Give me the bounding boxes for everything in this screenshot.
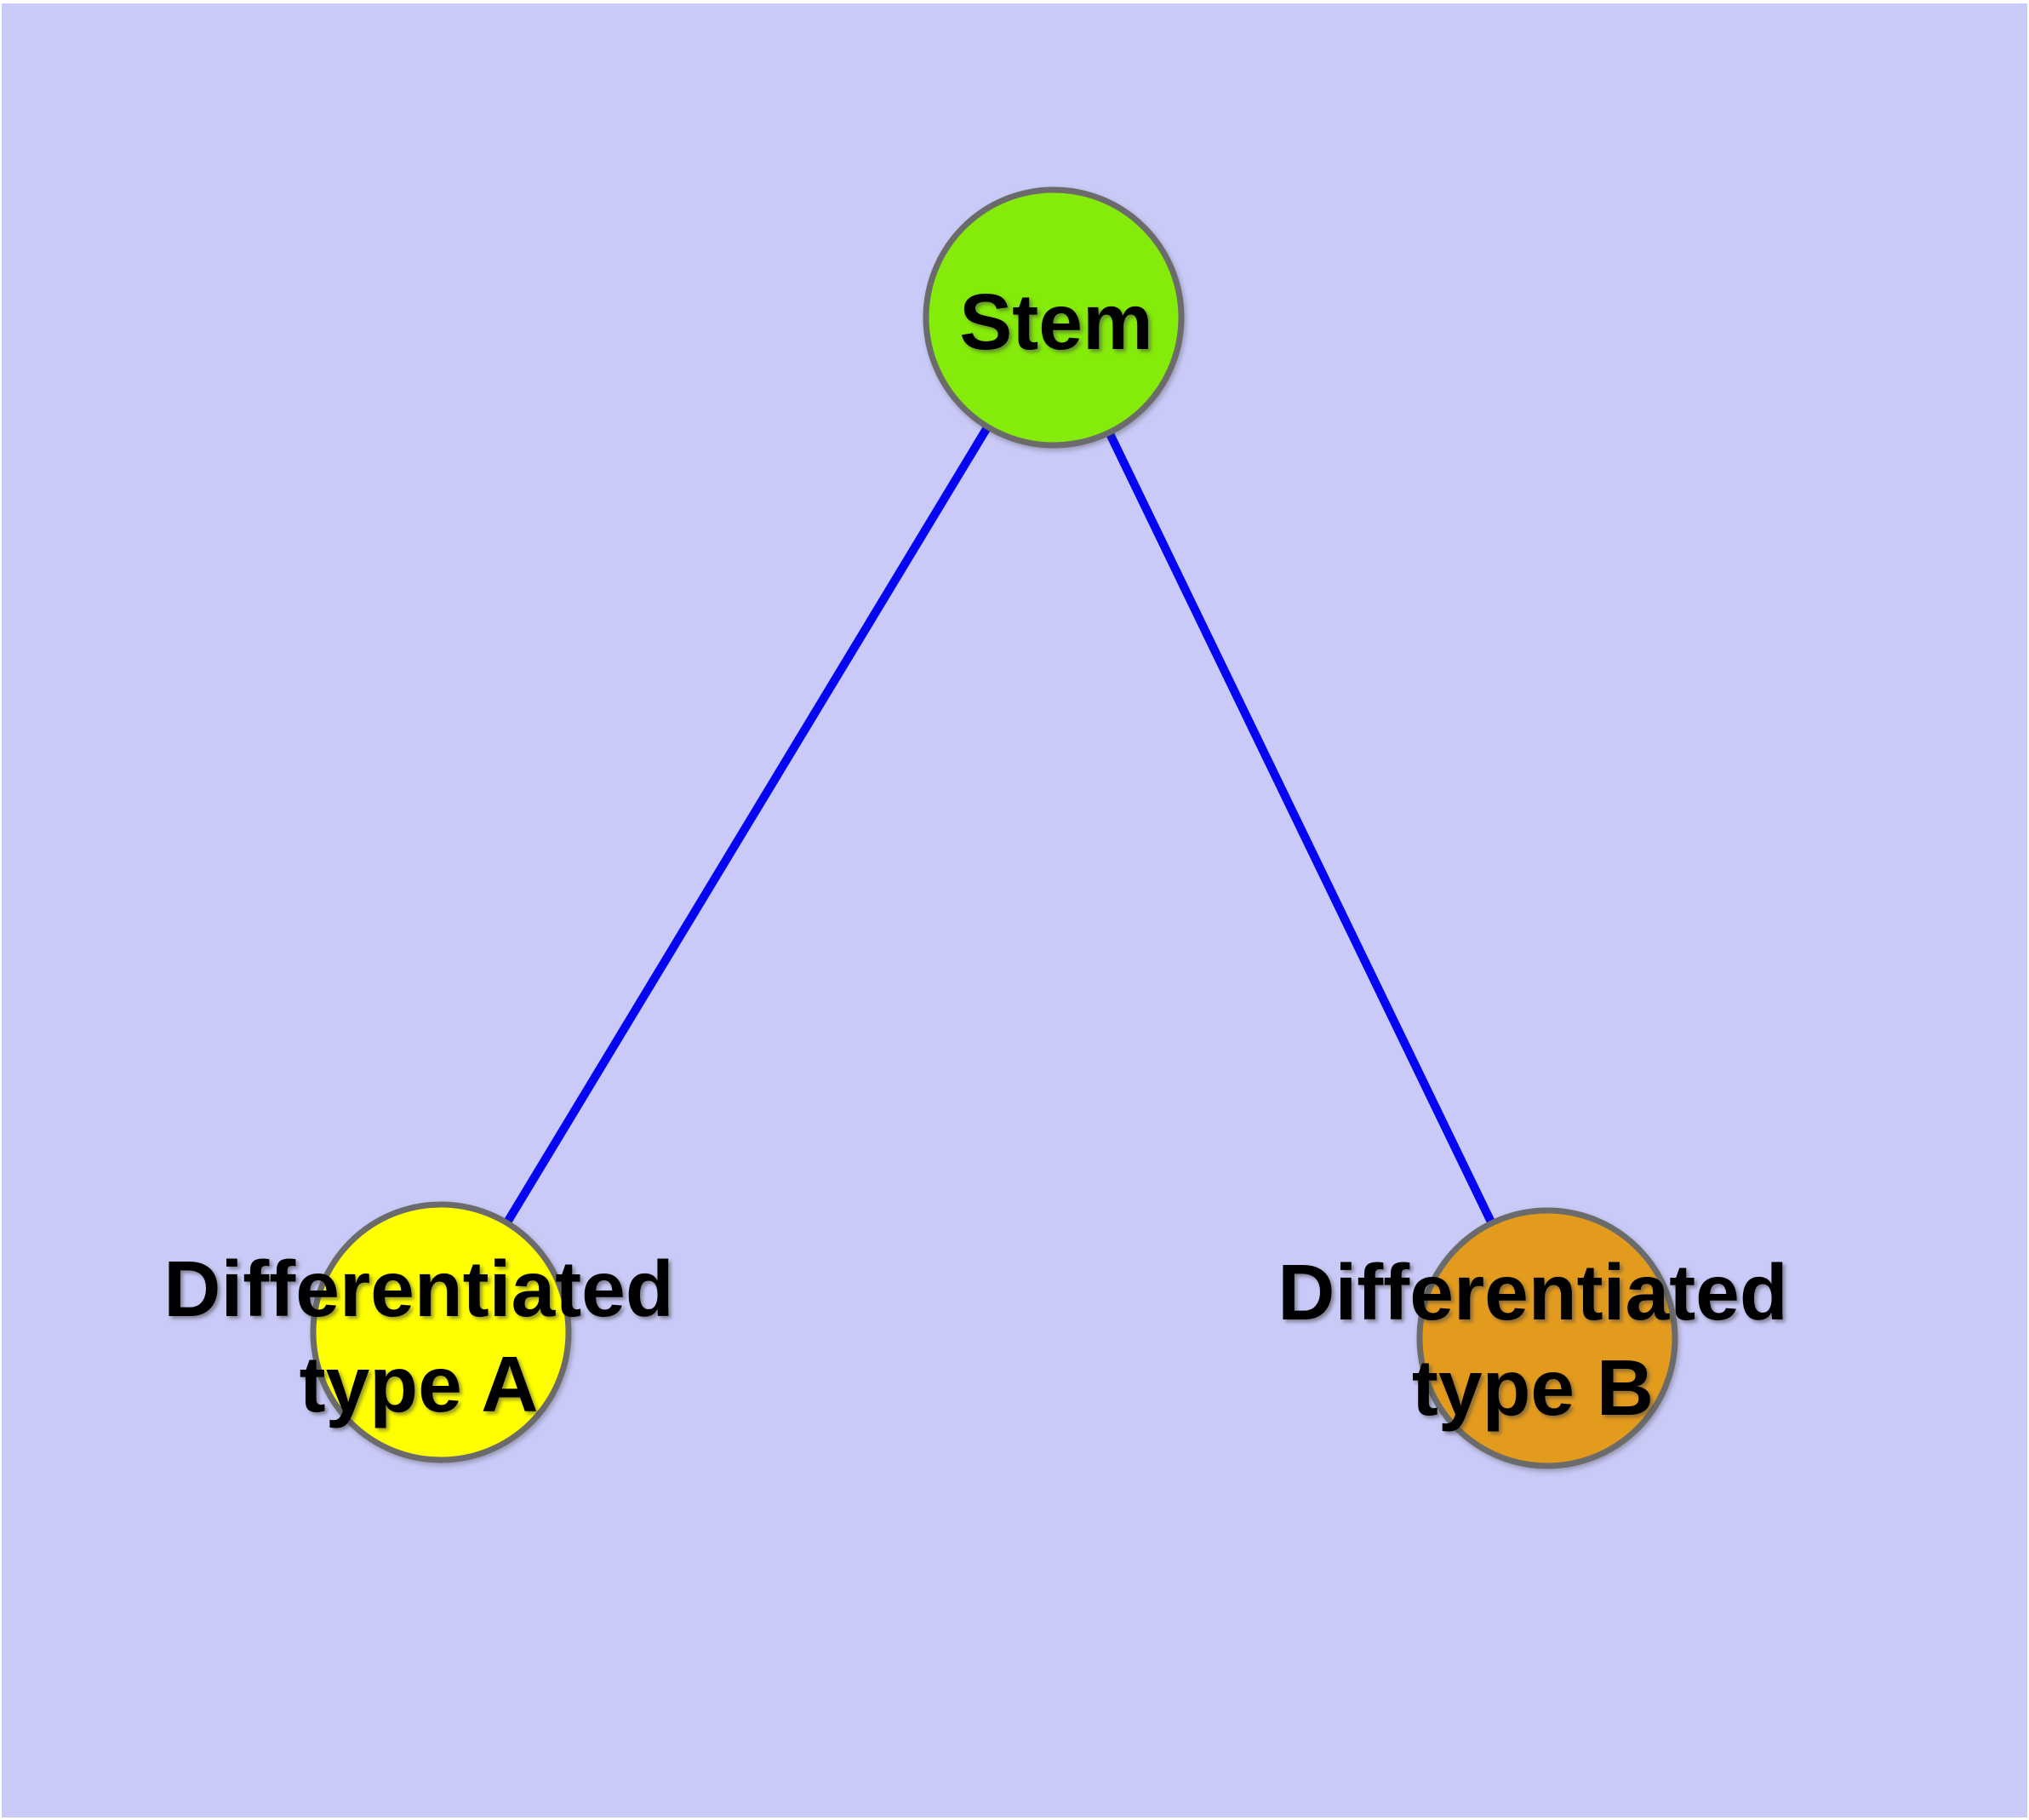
edge-stem-to-differentiated-type-a [437,315,1058,1335]
edge-stem-to-differentiated-type-b [1049,315,1552,1341]
node-label-differentiated-type-a-line-2: type A [300,1340,539,1428]
node-differentiated-type-a [310,1201,572,1463]
node-label-stem-line-1: Stem [959,278,1152,366]
node-label-differentiated-type-a-line-1: Differentiated [163,1245,673,1333]
node-label-differentiated-type-b-line-2: type B [1412,1343,1654,1432]
node-label-differentiated-type-b-line-1: Differentiated [1277,1248,1787,1336]
node-stem [923,186,1185,449]
node-differentiated-type-b [1416,1207,1678,1469]
